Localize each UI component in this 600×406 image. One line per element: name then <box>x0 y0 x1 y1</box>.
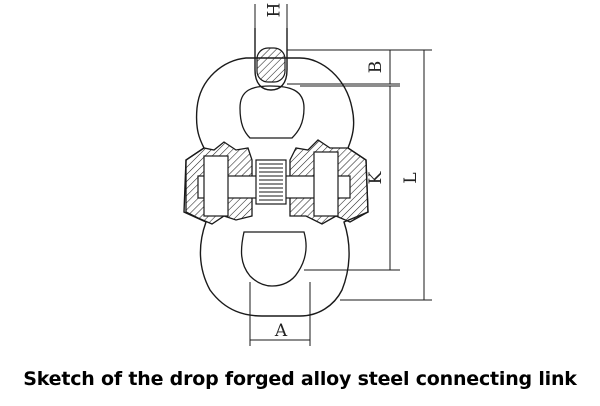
bolt-head-left <box>203 155 229 217</box>
figure-caption: Sketch of the drop forged alloy steel co… <box>23 368 577 390</box>
thread-lines <box>259 163 283 201</box>
connecting-link-sketch: H B K L A <box>183 3 432 346</box>
dimension-label-b: B <box>366 61 386 74</box>
dimension-label-h: H <box>262 3 282 18</box>
chain-link-section <box>256 47 286 83</box>
dimension-lines <box>249 4 432 346</box>
bolt-nut-right <box>313 151 339 217</box>
upper-eye-opening <box>239 85 305 139</box>
dimension-label-l: L <box>401 172 421 183</box>
threaded-sleeve <box>255 159 287 205</box>
dimension-label-k: K <box>366 171 386 184</box>
lower-eye-opening <box>240 231 307 287</box>
dimension-label-a: A <box>274 321 288 341</box>
inserted-chain-link <box>254 28 288 91</box>
link-outer-contour <box>183 57 369 317</box>
